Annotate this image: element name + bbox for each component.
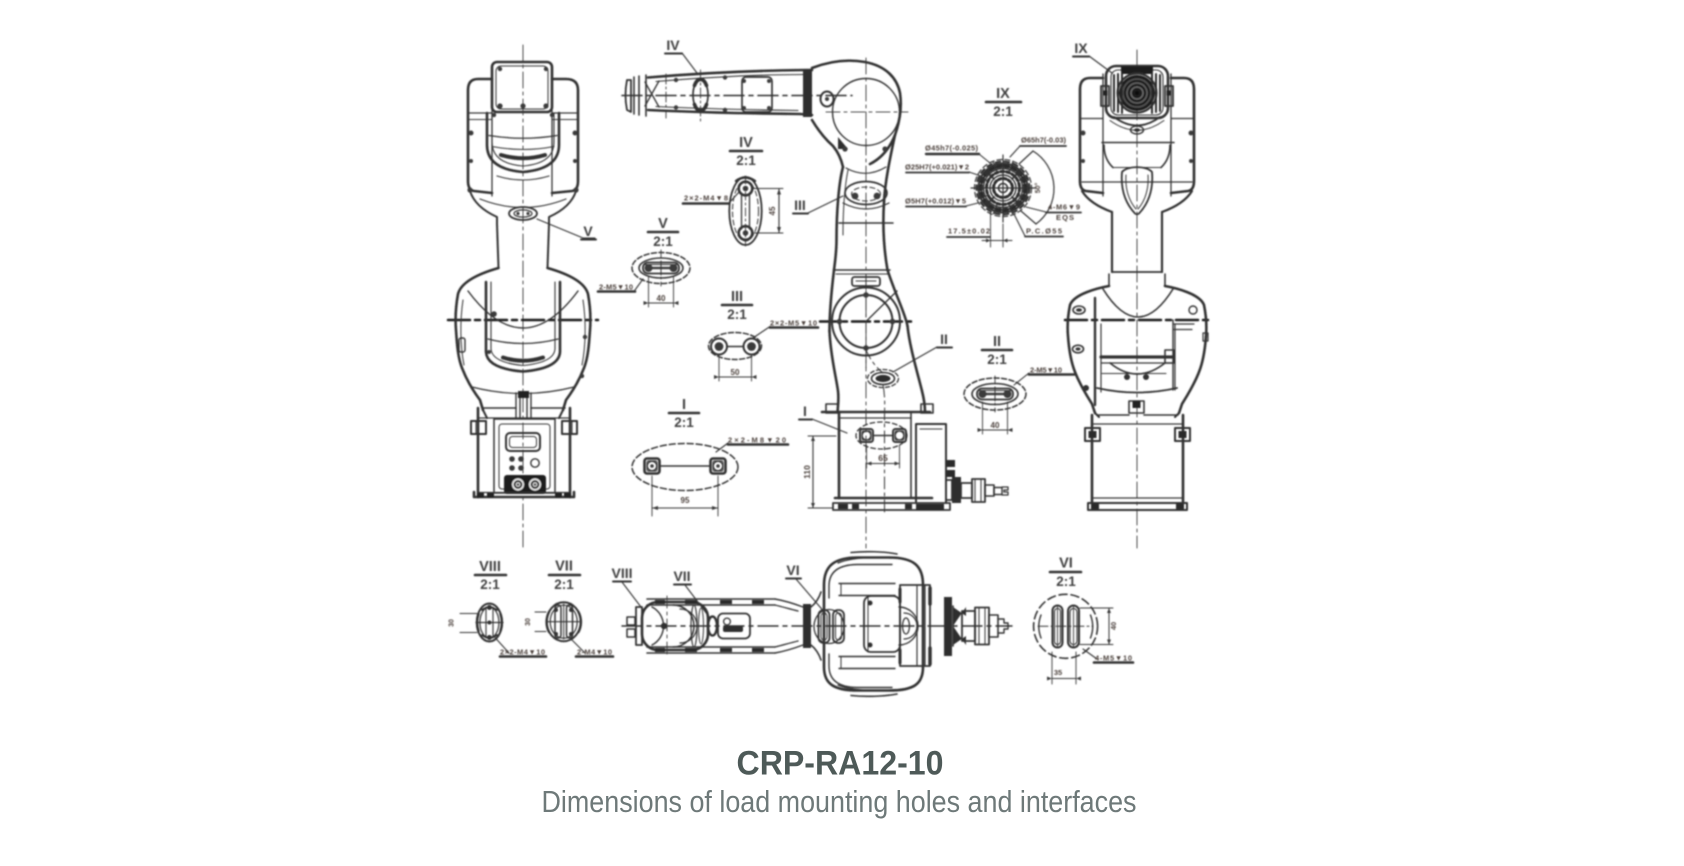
svg-text:VI: VI [1059,556,1073,572]
svg-text:2:1: 2:1 [727,307,747,322]
svg-text:65: 65 [878,453,888,463]
svg-text:EQS: EQS [1056,213,1074,222]
svg-text:35: 35 [1054,668,1062,677]
svg-text:2×2-M4▼8: 2×2-M4▼8 [684,194,728,203]
svg-text:2:1: 2:1 [480,577,500,592]
svg-text:III: III [731,289,743,305]
svg-text:2:1: 2:1 [993,104,1013,119]
svg-text:50°: 50° [1034,183,1042,194]
svg-text:50: 50 [731,368,740,377]
svg-text:IX: IX [996,86,1010,102]
svg-text:2×2-M5▼10: 2×2-M5▼10 [770,319,817,328]
svg-text:2:1: 2:1 [736,153,756,168]
svg-text:2:1: 2:1 [1056,574,1076,589]
svg-text:Dimensions of load mounting ho: Dimensions of load mounting holes and in… [542,784,1137,819]
svg-text:2-M4▼10: 2-M4▼10 [577,648,612,657]
svg-text:110: 110 [802,465,812,479]
svg-text:2×2-M4▼10: 2×2-M4▼10 [500,648,545,657]
svg-text:V: V [583,223,593,239]
svg-text:2:1: 2:1 [987,352,1007,367]
svg-text:V: V [658,216,668,232]
svg-text:Ø25H7(+0.021)▼2: Ø25H7(+0.021)▼2 [905,163,969,172]
svg-text:2:1: 2:1 [653,234,673,249]
svg-text:40: 40 [1109,622,1118,630]
svg-text:Ø5H7(+0.012)▼5: Ø5H7(+0.012)▼5 [905,197,966,206]
svg-text:II: II [940,331,948,347]
svg-text:VII: VII [555,559,573,575]
svg-text:2:1: 2:1 [674,415,694,430]
svg-text:2×2-M8▼20: 2×2-M8▼20 [728,436,786,445]
svg-text:2-M5▼10: 2-M5▼10 [599,283,633,292]
svg-text:VIII: VIII [479,559,501,575]
svg-text:VII: VII [673,568,690,584]
svg-text:4-M5▼10: 4-M5▼10 [1095,654,1132,663]
svg-text:4-M6▼9: 4-M6▼9 [1048,203,1080,212]
svg-text:40: 40 [657,294,666,303]
svg-text:P.C.Ø55: P.C.Ø55 [1026,227,1062,236]
svg-text:40: 40 [991,421,1000,430]
svg-text:17.5±0.02: 17.5±0.02 [948,227,990,236]
svg-text:30: 30 [525,618,532,626]
svg-text:IX: IX [1074,40,1088,56]
svg-text:VI: VI [786,562,799,578]
svg-text:45: 45 [768,206,777,215]
svg-text:III: III [794,197,806,213]
svg-text:95: 95 [681,496,690,505]
svg-text:2:1: 2:1 [554,577,574,592]
svg-text:I: I [803,403,807,419]
svg-text:I: I [682,397,686,413]
svg-text:Ø65h7(-0.03): Ø65h7(-0.03) [1021,136,1067,145]
svg-text:Ø45h7(-0.025): Ø45h7(-0.025) [925,144,979,153]
svg-text:2-M5▼10: 2-M5▼10 [1030,366,1062,375]
svg-text:II: II [993,334,1001,350]
svg-text:30: 30 [449,619,456,627]
svg-text:VIII: VIII [611,565,632,581]
svg-text:IV: IV [739,135,753,151]
svg-text:CRP-RA12-10: CRP-RA12-10 [737,745,944,783]
svg-text:IV: IV [666,37,680,53]
